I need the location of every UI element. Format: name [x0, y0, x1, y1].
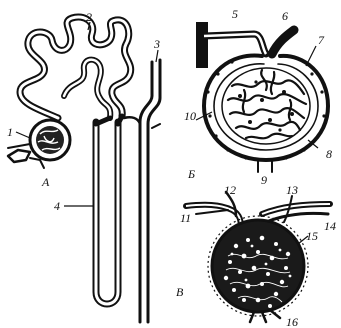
panel-b-corpuscle — [196, 22, 328, 172]
label-16: 16 — [286, 315, 298, 328]
label-13: 13 — [286, 183, 298, 197]
loop-of-henle — [96, 116, 122, 304]
label-9: 9 — [261, 173, 267, 187]
panel-letter-b: Б — [187, 167, 195, 181]
glomerulus-ball — [208, 216, 308, 316]
renal-corpuscle — [8, 120, 70, 168]
label-8: 8 — [326, 147, 332, 161]
leader-1 — [16, 132, 30, 138]
label-3: 3 — [153, 37, 160, 51]
label-12: 12 — [224, 183, 236, 197]
distal-convolution — [64, 60, 110, 118]
convoluted-tubule — [20, 17, 131, 118]
panel-c-glomerulus — [186, 192, 330, 322]
label-15: 15 — [306, 229, 318, 243]
leader-7 — [306, 46, 316, 66]
collecting-duct — [124, 60, 160, 322]
leader-3 — [156, 50, 158, 62]
label-6: 6 — [282, 9, 288, 23]
capillary-tuft — [222, 68, 310, 144]
afferent-vessels — [186, 192, 241, 230]
label-4: 4 — [54, 199, 60, 213]
efferent-vessels — [262, 196, 330, 222]
label-14: 14 — [324, 219, 336, 233]
panel-letter-a: А — [41, 175, 50, 189]
label-1: 1 — [7, 125, 13, 139]
efferent-arteriole — [272, 30, 294, 54]
panel-letter-c: В — [176, 285, 184, 299]
label-2: 2 — [86, 10, 92, 24]
panel-a-nephron — [8, 17, 160, 322]
label-5: 5 — [232, 7, 238, 21]
label-11: 11 — [180, 211, 191, 225]
label-10: 10 — [184, 109, 196, 123]
label-7: 7 — [318, 33, 325, 47]
